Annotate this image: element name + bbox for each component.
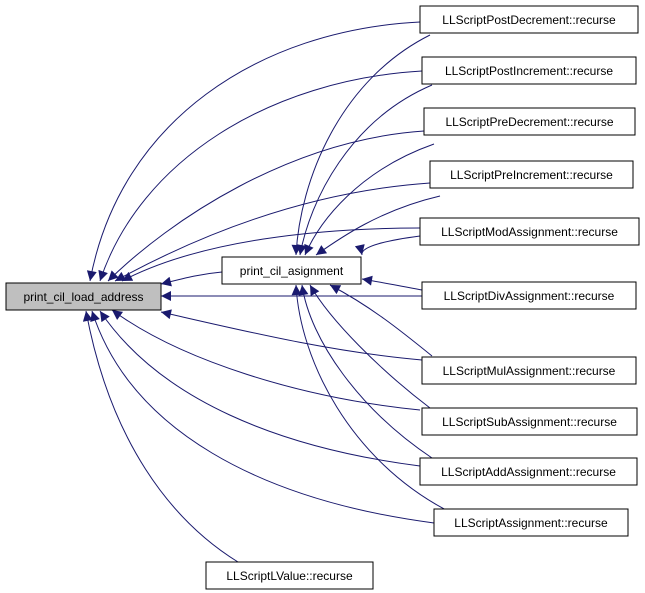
node-label: LLScriptDivAssignment::recurse bbox=[444, 289, 615, 303]
edge-assignment-to-load-address bbox=[90, 310, 435, 524]
node-label: LLScriptAssignment::recurse bbox=[454, 516, 608, 530]
edge-sub-assign-to-load-address bbox=[111, 309, 421, 411]
node-llscript-pre-decrement-recurse[interactable]: LLScriptPreDecrement::recurse bbox=[423, 107, 636, 136]
edges-to-asignment bbox=[291, 34, 449, 512]
node-label: print_cil_asignment bbox=[240, 264, 344, 278]
edge-assignment-to-asignment bbox=[291, 284, 449, 512]
edge-mod-assign-to-load-address bbox=[121, 227, 421, 282]
edge-post-dec-to-asignment bbox=[291, 34, 431, 256]
node-llscript-lvalue-recurse[interactable]: LLScriptLValue::recurse bbox=[205, 561, 374, 590]
node-llscript-assignment-recurse[interactable]: LLScriptAssignment::recurse bbox=[433, 508, 629, 537]
edge-pre-dec-to-asignment bbox=[304, 143, 435, 256]
node-label: LLScriptModAssignment::recurse bbox=[441, 225, 618, 239]
edge-add-assign-to-load-address bbox=[99, 310, 421, 467]
node-label: LLScriptLValue::recurse bbox=[226, 569, 353, 583]
edge-mul-assign-to-asignment bbox=[329, 284, 433, 357]
node-llscript-post-increment-recurse[interactable]: LLScriptPostIncrement::recurse bbox=[421, 56, 637, 85]
edge-mod-assign-to-asignment bbox=[354, 235, 421, 256]
edge-mul-assign-to-load-address bbox=[160, 309, 423, 361]
node-label: LLScriptMulAssignment::recurse bbox=[443, 364, 616, 378]
node-llscript-div-assignment-recurse[interactable]: LLScriptDivAssignment::recurse bbox=[421, 281, 637, 310]
edge-pre-dec-to-load-address bbox=[107, 130, 425, 282]
node-llscript-sub-assignment-recurse[interactable]: LLScriptSubAssignment::recurse bbox=[421, 407, 638, 436]
node-label: LLScriptPreIncrement::recurse bbox=[450, 168, 613, 182]
edge-post-dec-to-load-address bbox=[86, 21, 421, 282]
node-print-cil-load-address[interactable]: print_cil_load_address bbox=[5, 282, 162, 311]
edge-sub-assign-to-asignment bbox=[309, 284, 431, 409]
node-llscript-add-assignment-recurse[interactable]: LLScriptAddAssignment::recurse bbox=[419, 457, 638, 486]
edge-post-inc-to-asignment bbox=[296, 84, 433, 256]
node-label: LLScriptAddAssignment::recurse bbox=[441, 465, 616, 479]
edge-div-assign-to-asignment bbox=[361, 275, 423, 291]
node-label: LLScriptPostDecrement::recurse bbox=[442, 13, 616, 27]
edge-pre-inc-to-asignment bbox=[315, 195, 441, 256]
edge-post-inc-to-load-address bbox=[98, 70, 423, 282]
node-print-cil-asignment[interactable]: print_cil_asignment bbox=[221, 256, 362, 285]
node-llscript-mod-assignment-recurse[interactable]: LLScriptModAssignment::recurse bbox=[419, 217, 640, 246]
node-label: print_cil_load_address bbox=[23, 290, 143, 304]
edge-add-assign-to-asignment bbox=[298, 284, 433, 459]
node-llscript-post-decrement-recurse[interactable]: LLScriptPostDecrement::recurse bbox=[419, 5, 639, 34]
node-label: LLScriptPreDecrement::recurse bbox=[445, 115, 613, 129]
edge-pre-inc-to-load-address bbox=[114, 182, 431, 282]
edges-to-load-address bbox=[82, 21, 435, 563]
node-llscript-pre-increment-recurse[interactable]: LLScriptPreIncrement::recurse bbox=[429, 160, 634, 189]
node-label: LLScriptSubAssignment::recurse bbox=[442, 415, 617, 429]
edge-lvalue-to-load-address bbox=[82, 310, 239, 563]
node-label: LLScriptPostIncrement::recurse bbox=[445, 64, 613, 78]
node-llscript-mul-assignment-recurse[interactable]: LLScriptMulAssignment::recurse bbox=[421, 356, 637, 385]
edge-asignment-to-load-address bbox=[160, 271, 223, 287]
